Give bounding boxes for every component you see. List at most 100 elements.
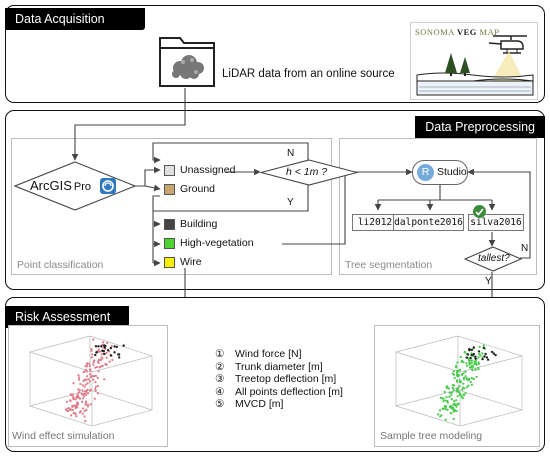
point-marker <box>455 405 458 408</box>
point-marker <box>462 394 466 397</box>
point-marker <box>94 385 97 388</box>
point-marker <box>82 370 85 373</box>
point-marker <box>90 349 93 352</box>
point-marker <box>479 354 482 357</box>
point-marker <box>92 363 95 366</box>
point-marker <box>69 399 72 403</box>
point-marker <box>82 397 85 400</box>
point-marker <box>452 370 455 373</box>
point-marker <box>94 387 97 390</box>
wire-point-marker <box>477 350 481 353</box>
point-marker <box>111 358 114 362</box>
point-marker <box>82 407 85 410</box>
point-marker <box>459 380 462 384</box>
point-marker <box>87 392 90 395</box>
sample-tree-modeling-box <box>374 325 540 447</box>
point-marker <box>77 376 81 379</box>
point-marker <box>79 410 82 413</box>
point-marker <box>82 392 85 395</box>
point-marker <box>96 384 99 388</box>
point-marker <box>444 408 447 411</box>
arcgis-pro-word: Pro <box>73 181 92 193</box>
point-marker <box>92 361 95 364</box>
point-marker <box>441 407 444 410</box>
point-marker <box>105 351 108 355</box>
point-marker <box>478 352 481 356</box>
point-marker <box>84 403 87 406</box>
point-marker <box>97 348 100 351</box>
point-marker <box>462 361 465 364</box>
point-marker <box>84 383 87 386</box>
ground-color-swatch <box>164 184 175 195</box>
point-marker <box>452 406 455 409</box>
point-marker <box>459 355 462 359</box>
point-marker <box>101 364 104 368</box>
point-marker <box>463 387 466 390</box>
point-marker <box>81 400 84 403</box>
point-marker <box>86 375 89 378</box>
point-marker <box>100 356 103 359</box>
sample-tree-plot <box>394 335 524 427</box>
class-building-label: Building <box>180 218 218 230</box>
point-marker <box>73 404 76 407</box>
point-marker <box>92 338 95 341</box>
wire-point-marker <box>109 346 113 350</box>
point-marker <box>453 377 456 380</box>
point-marker <box>86 405 90 408</box>
point-marker <box>455 387 458 390</box>
point-marker <box>86 403 90 406</box>
wire-point-marker <box>474 355 477 358</box>
point-marker <box>71 404 74 407</box>
point-marker <box>443 390 446 394</box>
point-marker <box>97 350 100 353</box>
point-marker <box>81 412 84 415</box>
point-marker <box>482 344 485 347</box>
point-marker <box>110 345 113 348</box>
point-marker <box>89 388 92 391</box>
wire-point-marker <box>469 356 472 360</box>
point-marker <box>86 365 89 368</box>
point-marker <box>463 350 466 354</box>
wire-point-marker <box>94 345 98 348</box>
point-marker <box>71 408 74 412</box>
wire-point-marker <box>472 352 475 356</box>
point-marker <box>477 362 480 366</box>
method-li2012: li2012 <box>352 214 398 231</box>
point-marker <box>469 380 472 384</box>
point-marker <box>440 414 443 417</box>
point-marker <box>469 359 472 362</box>
building-color-swatch <box>164 219 175 230</box>
point-marker <box>82 380 85 383</box>
arcgis-globe-icon <box>100 178 116 194</box>
tallest-yes-label: Y <box>485 276 492 287</box>
point-marker <box>468 366 472 369</box>
point-marker <box>88 362 91 365</box>
point-marker <box>455 409 458 413</box>
point-marker <box>471 364 474 367</box>
point-marker <box>83 395 86 398</box>
point-marker <box>455 390 458 393</box>
landscape-icon <box>416 51 534 96</box>
point-marker <box>89 403 92 406</box>
height-yes-label: Y <box>287 197 294 208</box>
point-marker <box>83 415 86 418</box>
point-marker <box>97 370 100 373</box>
wire-point-marker <box>97 345 100 348</box>
wire-point-marker <box>465 356 468 359</box>
point-marker <box>467 384 470 387</box>
wire-point-marker <box>115 345 119 349</box>
point-marker <box>76 401 79 404</box>
wire-point-marker <box>103 346 107 349</box>
wire-point-marker <box>483 355 486 358</box>
point-marker <box>458 392 461 395</box>
point-marker <box>470 377 473 380</box>
wind-effect-simulation-label: Wind effect simulation <box>12 430 115 442</box>
logo-word-veg: VEG <box>457 27 477 37</box>
wire-point-marker <box>481 357 484 361</box>
point-marker <box>465 386 468 389</box>
point-marker <box>96 392 100 395</box>
